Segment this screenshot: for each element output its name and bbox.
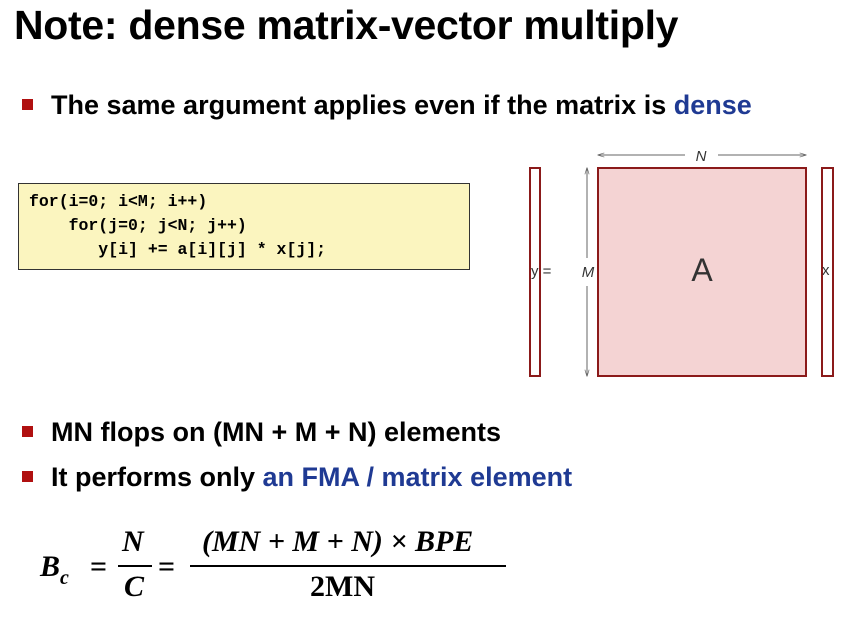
slide-title: Note: dense matrix-vector multiply	[14, 2, 679, 48]
bullet-square-icon	[22, 99, 33, 111]
formula-num1: N	[122, 525, 144, 558]
bullet-highlight: an FMA / matrix element	[262, 462, 573, 492]
bullet-text: It performs only	[51, 462, 263, 492]
bullet-dense: The same argument applies even if the ma…	[22, 90, 752, 121]
code-line: y[i] += a[i][j] * x[j];	[29, 240, 327, 259]
code-line: for(j=0; j<N; j++)	[29, 216, 247, 235]
matrix-a	[597, 167, 807, 377]
formula-lhs: Bc	[40, 550, 69, 589]
label-a: A	[691, 252, 713, 288]
bullet-fma: It performs only an FMA / matrix element	[22, 462, 572, 493]
label-n: N	[696, 148, 707, 165]
vector-x	[821, 167, 834, 377]
bullet-square-icon	[22, 426, 33, 438]
formula-equals: =	[90, 550, 108, 583]
formula-equals: =	[158, 550, 176, 583]
label-x: x	[822, 262, 830, 279]
code-block: for(i=0; i<M; i++) for(j=0; j<N; j++) y[…	[18, 183, 470, 270]
vector-y	[529, 167, 541, 377]
formula-den1: C	[124, 570, 145, 603]
label-m: M	[582, 264, 595, 281]
formula-den2: 2MN	[310, 570, 375, 603]
label-y-equals: y =	[531, 263, 552, 280]
formula-num2: (MN + M + N) × BPE	[202, 525, 474, 558]
bullet-highlight: dense	[673, 90, 752, 120]
fraction-bar	[118, 565, 152, 567]
matrix-vector-diagram: N M y = A x	[529, 148, 834, 377]
bullet-text: The same argument applies even if the ma…	[51, 90, 674, 120]
bullet-square-icon	[22, 471, 33, 483]
bullet-text: MN flops on (MN + M + N) elements	[51, 417, 502, 447]
fraction-bar	[190, 565, 506, 567]
bullet-flops: MN flops on (MN + M + N) elements	[22, 417, 501, 448]
code-line: for(i=0; i<M; i++)	[29, 192, 208, 211]
